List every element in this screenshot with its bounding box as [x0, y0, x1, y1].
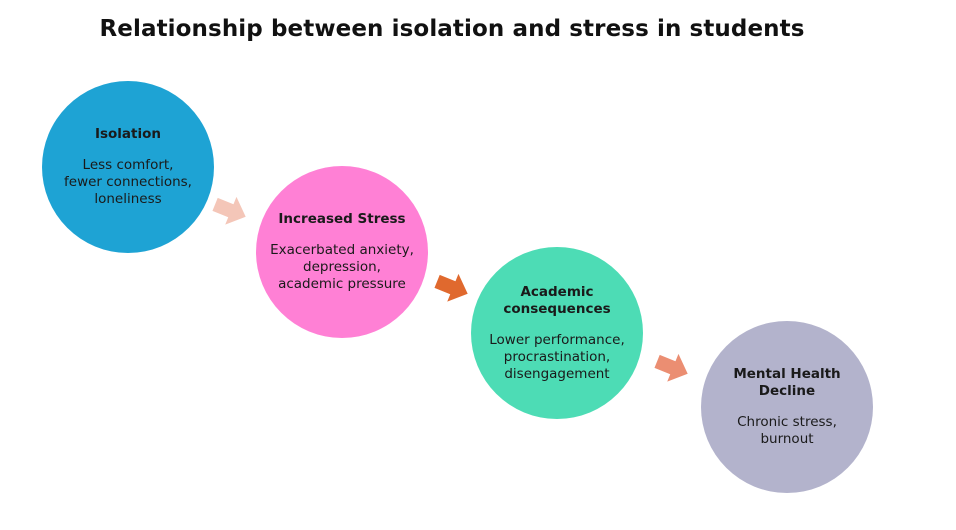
node-isolation-heading: Isolation — [94, 126, 162, 142]
arrow-1-shape — [212, 196, 246, 225]
node-mental-health-decline: Mental Health Decline Chronic stress, bu… — [701, 321, 873, 493]
node-mental-health-decline-heading: Mental Health Decline — [733, 366, 841, 399]
node-increased-stress-heading: Increased Stress — [278, 211, 406, 227]
node-academic-consequences: Academic consequences Lower performance,… — [471, 247, 643, 419]
node-increased-stress: Increased Stress Exacerbated anxiety, de… — [256, 166, 428, 338]
node-increased-stress-body: Exacerbated anxiety, depression, academi… — [270, 242, 414, 292]
arrow-isolation-to-stress — [212, 196, 246, 225]
node-academic-consequences-body: Lower performance, procrastination, dise… — [489, 331, 625, 382]
node-isolation-body: Less comfort, fewer connections, lonelin… — [64, 157, 192, 207]
arrow-2-shape — [434, 273, 468, 302]
node-mental-health-decline-body: Chronic stress, burnout — [737, 414, 837, 447]
arrow-3-shape — [654, 353, 688, 382]
arrow-stress-to-academic — [434, 273, 468, 302]
node-academic-consequences-heading: Academic consequences — [503, 283, 611, 317]
node-isolation: Isolation Less comfort, fewer connection… — [42, 81, 214, 253]
arrow-academic-to-health — [654, 353, 688, 382]
diagram-title: Relationship between isolation and stres… — [99, 16, 805, 42]
